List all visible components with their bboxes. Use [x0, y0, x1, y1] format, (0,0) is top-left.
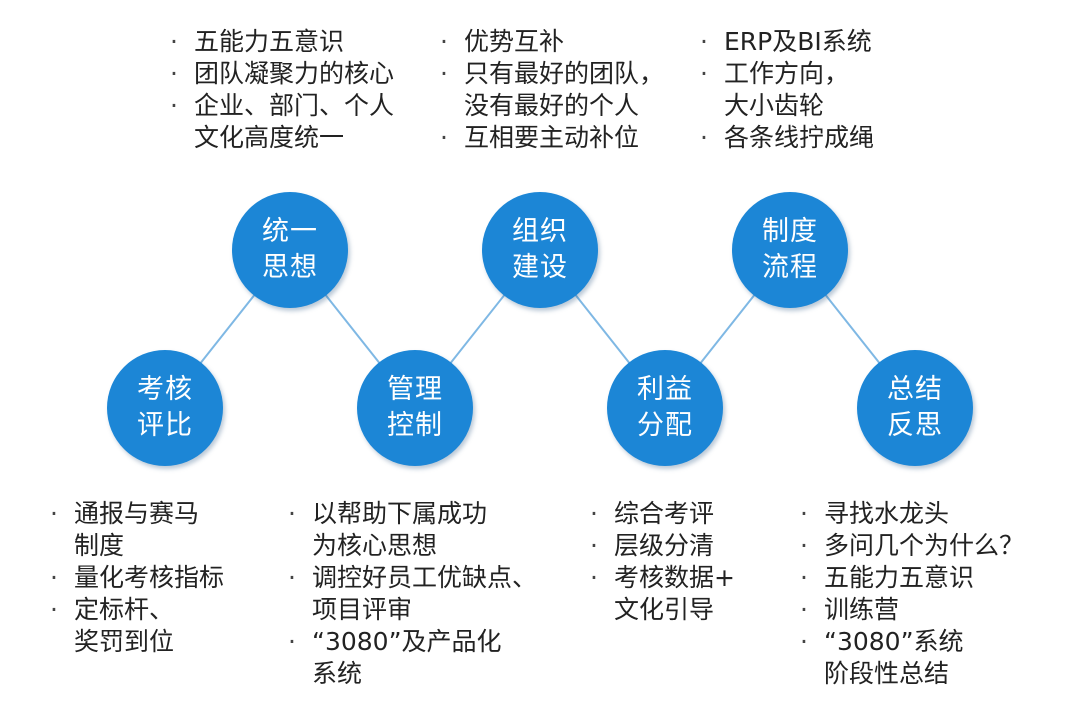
node-label-line: 评比	[137, 410, 193, 441]
list-item: 训练营	[800, 594, 1024, 626]
list-item-text: 层级分清	[614, 531, 715, 560]
list-item-text: 团队凝聚力的核心	[194, 59, 395, 88]
node-label-line: 控制	[387, 410, 443, 441]
node-label-line: 统一	[262, 216, 318, 247]
list-item-text: 奖罚到位	[74, 627, 175, 656]
list-item: 综合考评	[590, 498, 735, 530]
list-item-text: 训练营	[824, 595, 900, 624]
list-item: 定标杆、奖罚到位	[50, 594, 224, 658]
node-summary-reflection: 总结 反思	[857, 350, 973, 466]
list-item: 五能力五意识	[170, 26, 394, 58]
list-benefit-distribution: 综合考评层级分清考核数据+ 文化引导	[590, 498, 735, 626]
list-item-text: 大小齿轮	[724, 91, 825, 120]
node-label-line: 总结	[887, 374, 943, 405]
node-label-line: 反思	[887, 410, 943, 441]
node-label-line: 制度	[762, 216, 818, 247]
list-system-process: ERP及BI系统工作方向， 大小齿轮各条线拧成绳	[700, 26, 874, 154]
list-item-text: 文化高度统一	[194, 123, 345, 152]
list-item-text: “3080”系统	[824, 627, 964, 656]
node-assessment: 考核 评比	[107, 350, 223, 466]
list-item-text: 项目评审	[312, 595, 413, 624]
list-item-text: 综合考评	[614, 499, 715, 528]
node-label-line: 管理	[387, 374, 443, 405]
node-label-line: 建设	[512, 252, 568, 283]
node-system-process: 制度 流程	[732, 192, 848, 308]
list-item: 寻找水龙头	[800, 498, 1024, 530]
node-label-line: 考核	[137, 374, 193, 405]
node-label-line: 组织	[512, 216, 568, 247]
node-management-control: 管理 控制	[357, 350, 473, 466]
list-item-text: 考核数据+	[614, 563, 735, 592]
list-item: 团队凝聚力的核心	[170, 58, 394, 90]
list-item-text: ERP及BI系统	[724, 27, 872, 56]
list-item: 只有最好的团队， 没有最好的个人	[440, 58, 664, 122]
list-item: 五能力五意识	[800, 562, 1024, 594]
node-label-line: 流程	[762, 252, 818, 283]
list-item-text: 互相要主动补位	[464, 123, 640, 152]
list-item: 考核数据+ 文化引导	[590, 562, 735, 626]
list-item-text: 以帮助下属成功	[312, 499, 488, 528]
list-item-text: 工作方向，	[724, 59, 850, 88]
list-item: ERP及BI系统	[700, 26, 874, 58]
list-item-text: 文化引导	[614, 595, 715, 624]
list-item-text: 通报与赛马	[74, 499, 200, 528]
list-item: 互相要主动补位	[440, 122, 664, 154]
list-item: 量化考核指标	[50, 562, 224, 594]
list-item-text: 寻找水龙头	[824, 499, 950, 528]
node-label-line: 分配	[637, 410, 693, 441]
list-item-text: 只有最好的团队，	[464, 59, 665, 88]
list-item-text: 没有最好的个人	[464, 91, 640, 120]
list-item-text: 为核心思想	[312, 531, 438, 560]
node-organization-building: 组织 建设	[482, 192, 598, 308]
list-item: 层级分清	[590, 530, 735, 562]
list-item-text: 优势互补	[464, 27, 565, 56]
list-item: 优势互补	[440, 26, 664, 58]
list-item-text: 企业、部门、个人	[194, 91, 395, 120]
node-label-line: 思想	[262, 252, 318, 283]
node-label-line: 利益	[637, 374, 693, 405]
list-item: 各条线拧成绳	[700, 122, 874, 154]
node-unify-thought: 统一 思想	[232, 192, 348, 308]
list-item-text: 制度	[74, 531, 125, 560]
list-organization-building: 优势互补只有最好的团队， 没有最好的个人互相要主动补位	[440, 26, 664, 154]
list-item: 工作方向， 大小齿轮	[700, 58, 874, 122]
list-item-text: 阶段性总结	[824, 659, 950, 688]
list-item-text: “3080”及产品化	[312, 627, 502, 656]
list-assessment: 通报与赛马制度量化考核指标定标杆、奖罚到位	[50, 498, 224, 658]
list-item-text: 多问几个为什么？	[824, 531, 1025, 560]
list-item-text: 五能力五意识	[194, 27, 345, 56]
list-item-text: 系统	[312, 659, 363, 688]
list-item-text: 五能力五意识	[824, 563, 975, 592]
list-item-text: 定标杆、	[74, 595, 175, 624]
list-item: 多问几个为什么？	[800, 530, 1024, 562]
node-benefit-distribution: 利益 分配	[607, 350, 723, 466]
list-item-text: 量化考核指标	[74, 563, 225, 592]
list-item-text: 调控好员工优缺点、	[312, 563, 538, 592]
list-item-text: 各条线拧成绳	[724, 123, 875, 152]
list-item: 调控好员工优缺点、项目评审	[288, 562, 537, 626]
